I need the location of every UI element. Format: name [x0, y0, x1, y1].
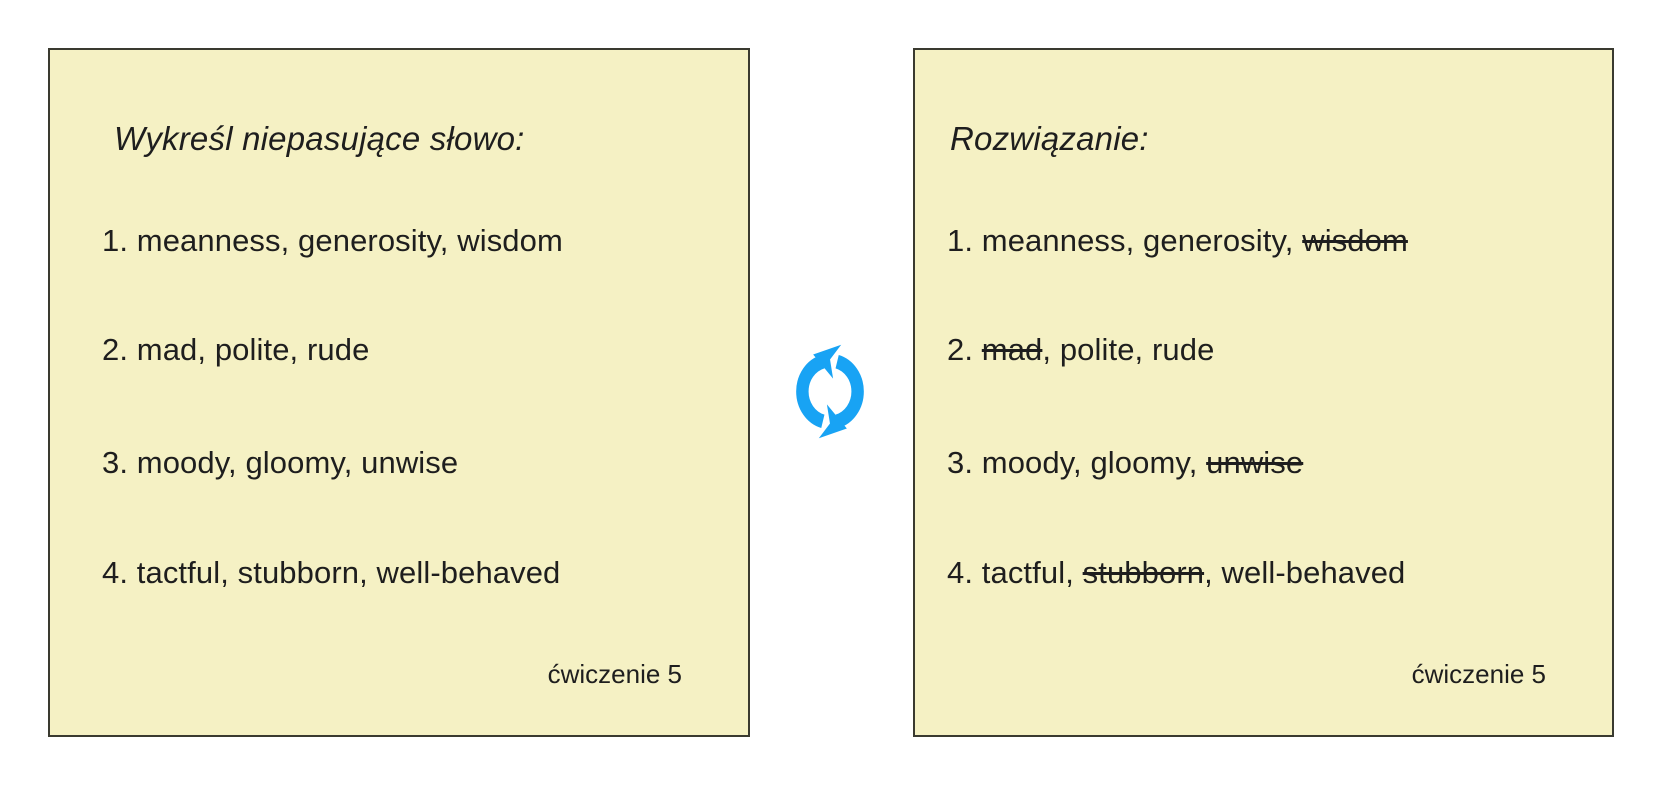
item-number: 2.: [947, 332, 982, 367]
exercise-item-4: 4. tactful, stubborn, well-behaved: [102, 555, 561, 590]
struck-word: mad: [981, 332, 1043, 367]
sync-arrows-icon[interactable]: [784, 338, 876, 445]
word: rude: [1151, 332, 1215, 367]
solution-item-4: 4. tactful, stubborn, well-behaved: [947, 555, 1406, 590]
exercise-item-1: 1. meanness, generosity, wisdom: [102, 223, 563, 258]
item-number: 4.: [102, 555, 137, 590]
word: well-behaved: [1221, 555, 1406, 590]
word: polite: [214, 332, 290, 367]
word: meanness: [981, 223, 1126, 258]
item-number: 1.: [102, 223, 137, 258]
word: generosity: [1143, 223, 1285, 258]
word: moody: [981, 445, 1074, 480]
exercise-card: Wykreśl niepasujące słowo: 1. meanness, …: [48, 48, 750, 737]
exercise-footer: ćwiczenie 5: [547, 659, 682, 689]
word: mad: [136, 332, 198, 367]
item-number: 3.: [102, 445, 137, 480]
word: tactful: [981, 555, 1066, 590]
word: rude: [306, 332, 370, 367]
solution-item-3: 3. moody, gloomy, unwise: [947, 445, 1304, 480]
item-number: 4.: [947, 555, 982, 590]
solution-item-1: 1. meanness, generosity, wisdom: [947, 223, 1408, 258]
item-number: 1.: [947, 223, 982, 258]
exercise-item-3: 3. moody, gloomy, unwise: [102, 445, 459, 480]
word: gloomy: [245, 445, 344, 480]
solution-title: Rozwiązanie:: [950, 120, 1149, 157]
word: meanness: [136, 223, 281, 258]
word: generosity: [298, 223, 440, 258]
word: polite: [1059, 332, 1135, 367]
struck-word: wisdom: [1302, 223, 1408, 258]
word: tactful: [136, 555, 221, 590]
exercise-title: Wykreśl niepasujące słowo:: [114, 120, 525, 157]
struck-word: unwise: [1206, 445, 1304, 480]
exercise-item-2: 2. mad, polite, rude: [102, 332, 370, 367]
item-number: 3.: [947, 445, 982, 480]
solution-card: Rozwiązanie: 1. meanness, generosity, wi…: [913, 48, 1614, 737]
word: gloomy: [1090, 445, 1189, 480]
word: stubborn: [237, 555, 360, 590]
word: moody: [136, 445, 229, 480]
solution-footer: ćwiczenie 5: [1411, 659, 1546, 689]
item-number: 2.: [102, 332, 137, 367]
struck-word: stubborn: [1082, 555, 1205, 590]
word: well-behaved: [376, 555, 561, 590]
word: wisdom: [457, 223, 563, 258]
solution-item-2: 2. mad, polite, rude: [947, 332, 1215, 367]
word: unwise: [361, 445, 459, 480]
